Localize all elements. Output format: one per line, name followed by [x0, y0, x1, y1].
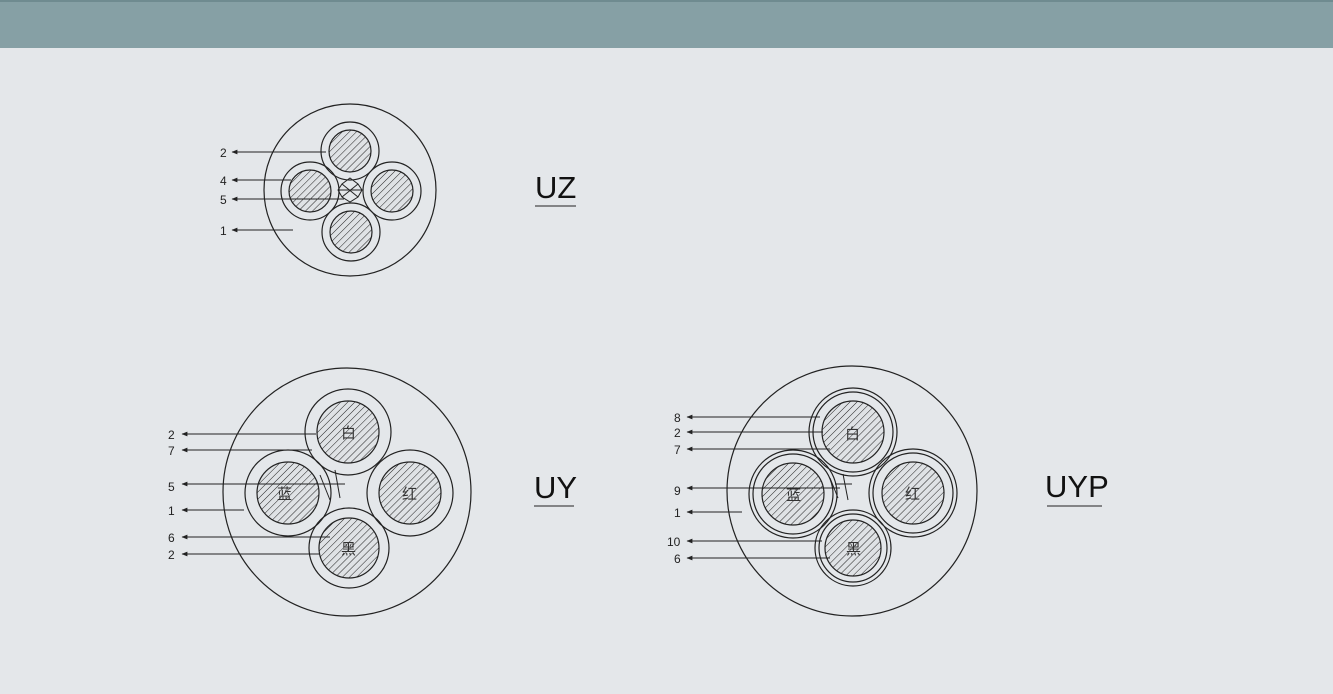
uy-core-blue: 蓝: [244, 449, 332, 537]
uy-callout-2b: 2: [168, 548, 175, 562]
top-header-bar: [0, 0, 1333, 48]
uyp-callout-2: 2: [674, 426, 681, 440]
uy-callout-6: 6: [168, 531, 175, 545]
uz-core-bottom: [321, 202, 381, 262]
uyp-outer-sheath: [726, 365, 978, 617]
uy-core-white: 白: [304, 388, 392, 476]
uz-callout-4: 4: [220, 174, 227, 188]
uy-outer-sheath: [222, 367, 472, 617]
uyp-core-white-label: 白: [845, 426, 860, 443]
uy-core-black: 黑: [308, 507, 390, 589]
uyp-core-red: 红: [868, 448, 958, 538]
uyp-callout-8: 8: [674, 411, 681, 425]
uy-cable-section: 白 蓝 红 黑 2 7 5 1 6 2 UY: [168, 367, 577, 617]
uz-cable-section: 2 4 5 1 UZ: [220, 103, 576, 277]
uyp-core-blue-label: 蓝: [786, 487, 801, 504]
uyp-callout-1: 1: [674, 506, 681, 520]
uyp-model-label: UYP: [1045, 469, 1109, 504]
uy-core-red: 红: [366, 449, 454, 537]
uz-core-top: [320, 121, 380, 181]
uy-callout-7: 7: [168, 444, 175, 458]
uyp-cable-section: 白 蓝 红 黑 8 2 7 9 1 1: [667, 365, 1109, 617]
uz-core-left: [280, 161, 340, 221]
uy-callout-2: 2: [168, 428, 175, 442]
uyp-callout-7: 7: [674, 443, 681, 457]
uyp-callout-10: 10: [667, 535, 681, 549]
uz-model-label: UZ: [535, 170, 576, 205]
uz-callout-2: 2: [220, 146, 227, 160]
uz-core-right: [362, 161, 422, 221]
cable-cross-section-diagrams: 2 4 5 1 UZ 白 蓝 红 黑: [168, 103, 1109, 617]
uy-core-red-label: 红: [402, 486, 417, 503]
uyp-callout-6: 6: [674, 552, 681, 566]
uy-core-white-label: 白: [341, 425, 356, 442]
uyp-core-blue: 蓝: [748, 449, 838, 539]
uyp-core-black-label: 黑: [846, 541, 861, 558]
uy-core-black-label: 黑: [341, 541, 356, 558]
uy-model-label: UY: [534, 470, 577, 505]
uy-core-blue-label: 蓝: [277, 486, 292, 503]
uz-center-filler: [337, 177, 363, 203]
uyp-core-black: 黑: [814, 509, 892, 587]
uz-outer-sheath: [263, 103, 437, 277]
uz-callout-1: 1: [220, 224, 227, 238]
uy-callout-5: 5: [168, 480, 175, 494]
uy-callout-1: 1: [168, 504, 175, 518]
uyp-callout-9: 9: [674, 484, 681, 498]
uyp-core-red-label: 红: [905, 486, 920, 503]
uz-callout-5: 5: [220, 193, 227, 207]
